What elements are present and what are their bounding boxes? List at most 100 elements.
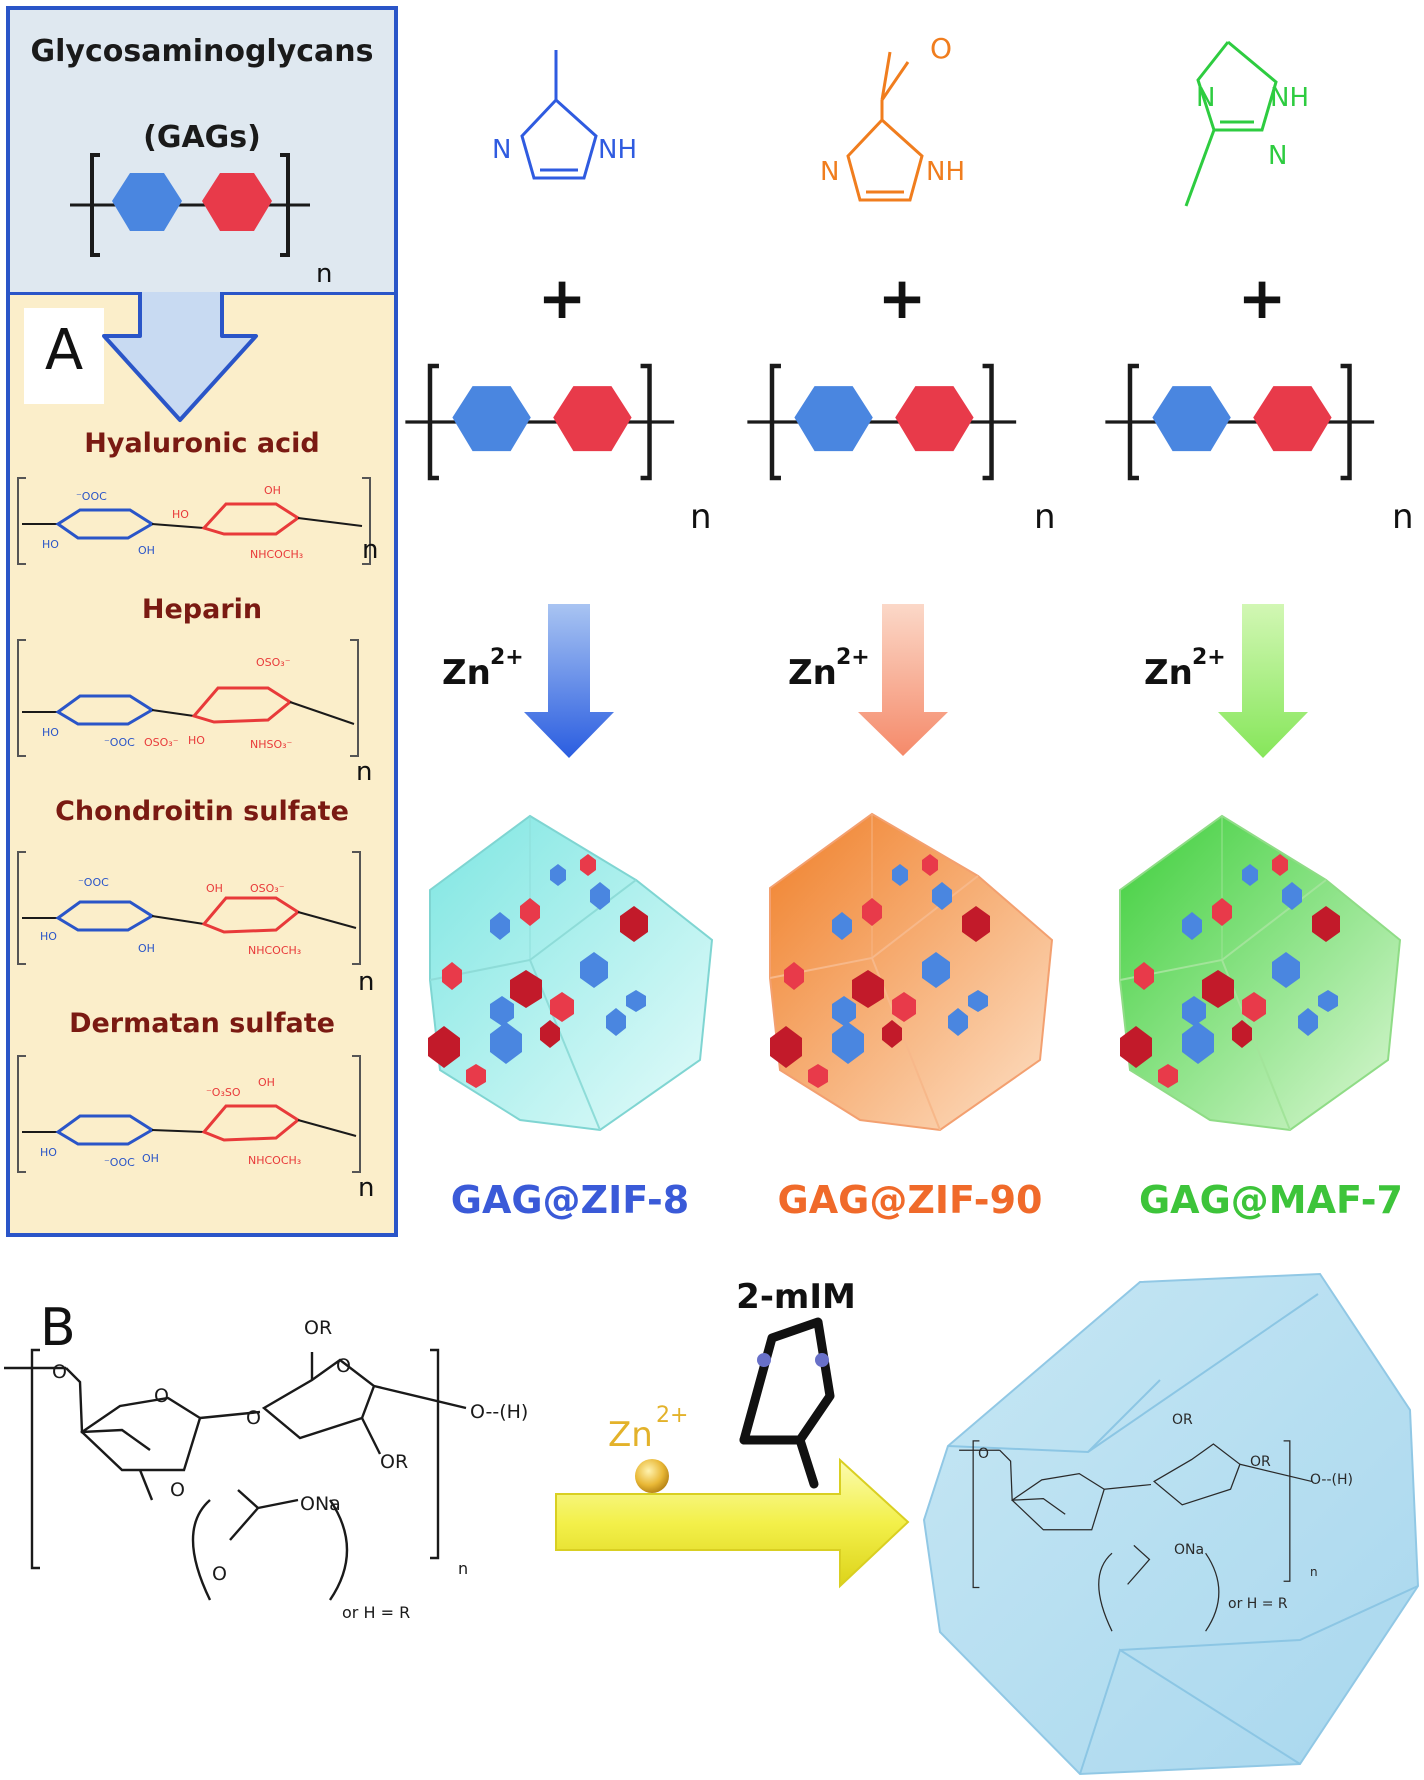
repeat-n-col3: n [1392,497,1414,537]
svg-text:O: O [246,1407,261,1429]
example-title-chondroitin: Chondroitin sulfate [55,796,349,827]
svg-text:Zn: Zn [788,653,837,693]
ligand1-n: N [492,135,511,165]
2-mim-label: 2-mIM [736,1277,856,1317]
svg-text:HO: HO [188,734,205,747]
product-label-zif90: GAG@ZIF-90 [777,1178,1043,1222]
svg-text:⁻OOC: ⁻OOC [104,1156,135,1169]
svg-text:OSO₃⁻: OSO₃⁻ [250,882,285,895]
ligand1-nh: NH [598,135,637,165]
zn-arrow-green [1218,604,1308,758]
gag-title: Glycosaminoglycans [30,34,374,69]
zn-arrow-blue [524,604,614,758]
svg-text:2+: 2+ [1192,645,1226,670]
svg-text:n: n [458,1559,468,1578]
svg-text:HO: HO [42,726,59,739]
gag-abbrev: (GAGs) [143,120,261,155]
svg-text:or H = R: or H = R [1228,1596,1288,1612]
panel-a-label: A [44,318,84,383]
svg-text:O: O [154,1385,169,1407]
panel-a-label-box [24,308,104,404]
zn-label-2: Zn 2+ [788,645,870,693]
svg-text:OH: OH [138,544,155,557]
svg-text:OSO₃⁻: OSO₃⁻ [256,656,291,669]
svg-text:O: O [212,1563,227,1585]
gag-repeat-unit-3 [1105,366,1374,478]
svg-text:OH: OH [138,942,155,955]
ligand3-nh: NH [1270,83,1309,113]
ligand3-n2: N [1268,141,1287,171]
svg-text:HO: HO [42,538,59,551]
svg-text:or H = R: or H = R [342,1603,410,1622]
svg-text:OSO₃⁻: OSO₃⁻ [144,736,179,749]
zn-arrow-orange [858,604,948,756]
ligand-imidazole-carboxaldehyde [846,51,924,202]
svg-text:Zn: Zn [608,1415,653,1455]
svg-text:O--(H): O--(H) [1310,1472,1353,1488]
svg-text:2+: 2+ [490,645,524,670]
svg-text:n: n [1310,1565,1318,1579]
ligand2-o: O [930,32,952,65]
svg-text:HO: HO [172,508,189,521]
ligand-2-methylimidazole [520,50,598,180]
crystal-product-b [922,1272,1420,1776]
ligand2-n: N [820,157,839,187]
down-arrow-icon [102,292,258,422]
plus-sign-3: + [1238,264,1287,332]
repeat-n-heparin: n [356,757,372,787]
repeat-n-dermatan: n [358,1173,374,1203]
hyaluronic-structure: ⁻OOC HO OH OH HO NHCOCH₃ [17,477,371,565]
product-label-zif8: GAG@ZIF-8 [450,1178,690,1222]
ligand-methyltriazole [1184,40,1278,207]
2-mim-n-atoms [757,1353,829,1367]
svg-text:Zn: Zn [1144,653,1193,693]
plus-sign-2: + [878,264,927,332]
repeat-n-hyaluronic: n [362,535,378,565]
zn-label-1: Zn 2+ [442,645,524,693]
svg-text:O: O [170,1479,185,1501]
svg-text:O: O [978,1446,989,1462]
svg-text:OR: OR [380,1451,408,1473]
ligand2-nh: NH [926,157,965,187]
svg-text:Zn: Zn [442,653,491,693]
heparin-structure: HO ⁻OOC OSO₃⁻ OSO₃⁻ HO NHSO₃⁻ [17,639,359,757]
svg-text:2+: 2+ [656,1403,688,1428]
svg-text:O: O [336,1355,351,1377]
svg-text:HO: HO [40,930,57,943]
gag-repeat-n: n [316,259,332,289]
dermatan-structure: HO ⁻OOC OH ⁻O₃SO OH NHCOCH₃ [17,1055,361,1173]
gag-header-box [6,6,398,296]
svg-text:NHSO₃⁻: NHSO₃⁻ [250,738,293,751]
svg-text:OH: OH [264,484,281,497]
example-title-dermatan: Dermatan sulfate [69,1008,335,1039]
cmc-labels-in-crystal: O OR OR O--(H) ONa or H = R n [978,1412,1353,1612]
2-mim-stick-icon [739,1317,835,1489]
gag-repeat-unit-1 [405,366,674,478]
svg-text:⁻OOC: ⁻OOC [104,736,135,749]
svg-text:NHCOCH₃: NHCOCH₃ [248,944,301,957]
svg-text:NHCOCH₃: NHCOCH₃ [248,1154,301,1167]
gag-repeat-unit-2 [747,366,1016,478]
svg-text:OH: OH [258,1076,275,1089]
svg-text:⁻OOC: ⁻OOC [78,876,109,889]
svg-text:O: O [52,1361,67,1383]
gag-examples-box [6,292,398,1237]
cmc-structure [4,1348,467,1601]
svg-text:OR: OR [1250,1454,1271,1470]
gag-repeat-unit-icon [68,153,312,257]
svg-text:OR: OR [304,1317,332,1339]
svg-text:ONa: ONa [1174,1542,1204,1558]
zn-label-3: Zn 2+ [1144,645,1226,693]
svg-text:OH: OH [142,1152,159,1165]
panel-b-label: B [40,1298,76,1358]
ligand3-n1: N [1196,83,1215,113]
svg-text:NHCOCH₃: NHCOCH₃ [250,548,303,561]
svg-text:⁻O₃SO: ⁻O₃SO [206,1086,241,1099]
svg-text:OH: OH [206,882,223,895]
repeat-n-col2: n [1034,497,1056,537]
svg-text:⁻OOC: ⁻OOC [76,490,107,503]
reaction-arrow-yellow [555,1457,910,1589]
svg-text:HO: HO [40,1146,57,1159]
repeat-n-col1: n [690,497,712,537]
